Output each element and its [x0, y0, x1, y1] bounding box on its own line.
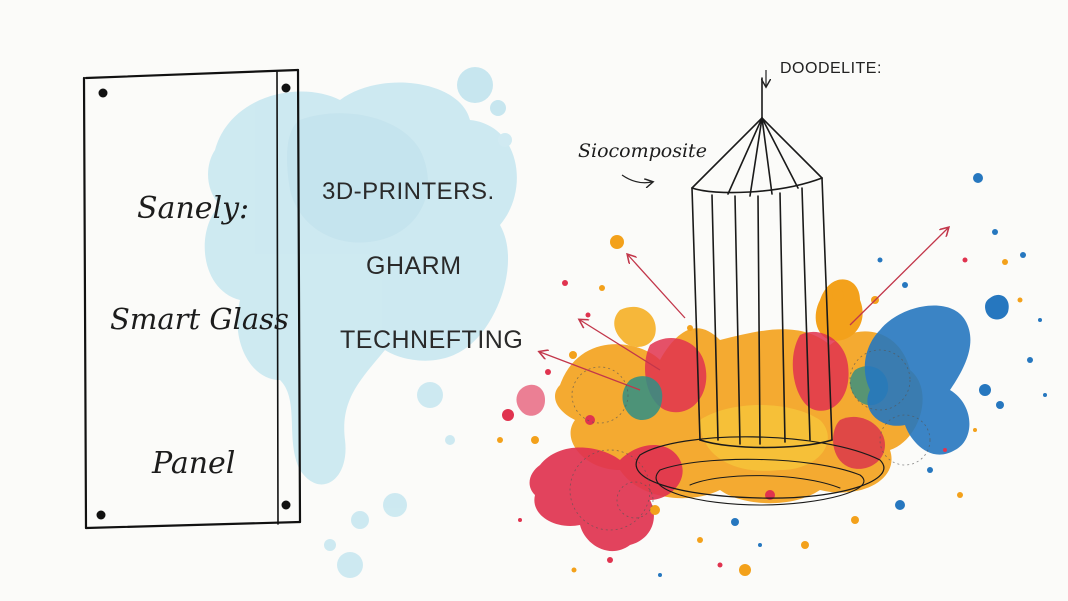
panel-corner-bolts: [96, 83, 291, 520]
tower-sketch: [635, 77, 885, 506]
panel-label-top: Sanely:: [137, 191, 250, 226]
splatter-dots: [497, 173, 1047, 577]
panel-label-bottom: Panel: [152, 446, 236, 481]
term-third: TECHNEFTING: [340, 326, 524, 354]
annotation-left: Siocomposite: [578, 140, 707, 162]
term-first: 3D-PRINTERS.: [322, 178, 495, 205]
panel-label-middle: Smart Glass: [110, 302, 289, 336]
annotation-arrows: [621, 70, 766, 183]
dashed-ring-decorations: [569, 349, 931, 531]
blue-watercolor-wash: [204, 67, 517, 578]
glass-panel-frame: [82, 68, 302, 530]
pointer-arrows: [540, 228, 948, 391]
annotation-top: DOODELITE:: [780, 60, 882, 77]
term-second: GHARM: [366, 252, 462, 280]
